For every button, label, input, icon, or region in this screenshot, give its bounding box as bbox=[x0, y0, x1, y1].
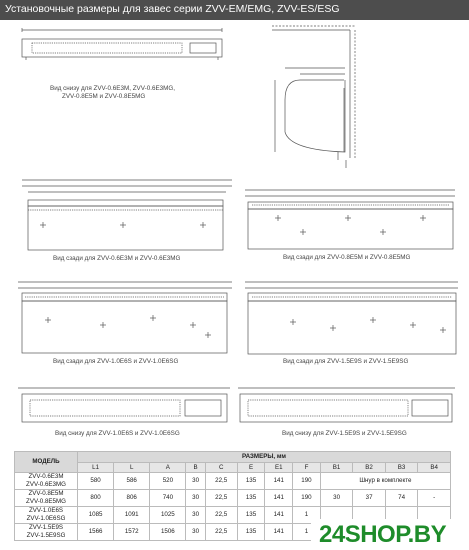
col-header: B bbox=[185, 462, 206, 473]
shop-logo-text: 24SHOP.BY bbox=[319, 521, 447, 548]
model-header: МОДЕЛЬ bbox=[14, 451, 78, 473]
page-title: Установочные размеры для завес серии ZVV… bbox=[5, 3, 340, 15]
col-header: B1 bbox=[319, 462, 354, 473]
sizes-header: РАЗМЕРЫ, мм bbox=[77, 451, 451, 463]
dimensions-table: МОДЕЛЬ РАЗМЕРЫ, мм L1 L A B C E E1 F B1 … bbox=[14, 451, 452, 541]
col-header: L bbox=[113, 462, 151, 473]
caption-bottom-15: Вид снизу для ZVV-1.5E9S и ZVV-1.5E9SG bbox=[282, 430, 407, 437]
caption-bottom-small-1: Вид снизу для ZVV-0.6E3M, ZVV-0.6E3MG, bbox=[50, 85, 176, 92]
drawing-bottom-view-15 bbox=[238, 387, 455, 423]
page-header: Установочные размеры для завес серии ZVV… bbox=[0, 0, 469, 20]
caption-rear-06: Вид сзади для ZVV-0.6E3M и ZVV-0.6E3MG bbox=[53, 255, 181, 262]
col-header: E bbox=[236, 462, 266, 473]
drawing-bottom-view-small bbox=[21, 28, 223, 60]
caption-rear-15: Вид сзади для ZVV-1.5E9S и ZVV-1.5E9SG bbox=[283, 358, 409, 365]
drawing-wall-section bbox=[272, 25, 356, 168]
col-header: E1 bbox=[264, 462, 294, 473]
col-header: B4 bbox=[417, 462, 451, 473]
drawing-rear-view-10 bbox=[18, 281, 232, 354]
col-header: F bbox=[292, 462, 321, 473]
caption-rear-10: Вид сзади для ZVV-1.0E6S и ZVV-1.0E6SG bbox=[53, 358, 179, 365]
merged-cell: Шнур в комплекте bbox=[319, 472, 452, 490]
drawing-rear-view-06 bbox=[22, 179, 232, 251]
drawing-rear-view-08 bbox=[245, 189, 455, 250]
col-header: L1 bbox=[76, 462, 115, 473]
col-header: C bbox=[204, 462, 238, 473]
shop-logo: 24SHOP.BY bbox=[311, 519, 469, 550]
installation-drawings bbox=[18, 25, 458, 423]
col-header: B2 bbox=[352, 462, 386, 473]
col-header: A bbox=[149, 462, 187, 473]
caption-bottom-small-2: ZVV-0.8E5M и ZVV-0.8E5MG bbox=[62, 93, 146, 100]
caption-rear-08: Вид сзади для ZVV-0.8E5M и ZVV-0.8E5MG bbox=[283, 254, 411, 261]
drawing-rear-view-15 bbox=[245, 281, 458, 355]
caption-bottom-10: Вид снизу для ZVV-1.0E6S и ZVV-1.0E6SG bbox=[55, 430, 180, 437]
drawing-bottom-view-10 bbox=[18, 387, 230, 423]
col-header: B3 bbox=[384, 462, 419, 473]
